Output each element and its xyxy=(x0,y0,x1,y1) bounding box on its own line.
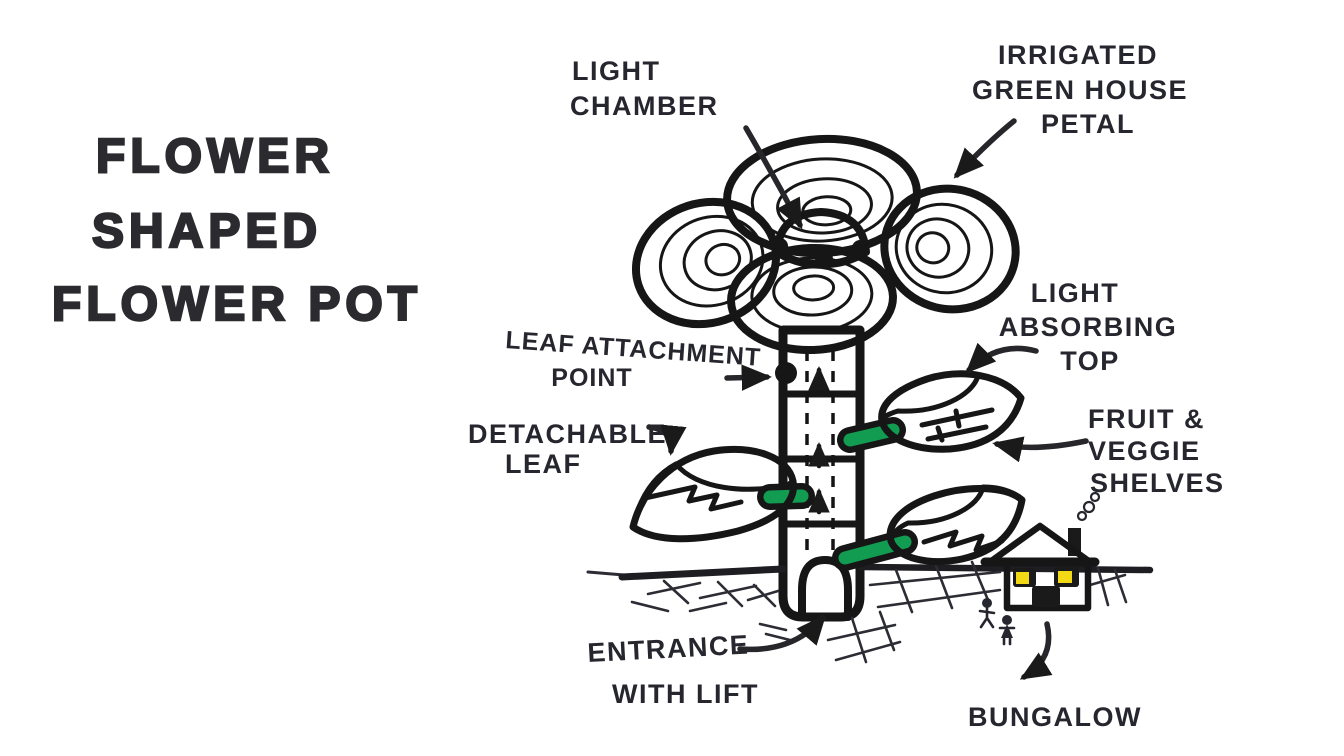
label-irrigated-greenhouse-petal: IRRIGATED GREEN HOUSE PETAL xyxy=(953,40,1188,179)
arrow-detachable-leaf xyxy=(646,424,687,456)
arrow-leaf-attachment-point xyxy=(724,364,772,391)
dome-notch-right xyxy=(852,240,868,256)
leaf-attachment-notch xyxy=(775,362,797,384)
petal-contour xyxy=(682,229,753,292)
arrow-irrigated-greenhouse-petal xyxy=(953,118,1017,179)
petal-contour xyxy=(704,242,742,277)
stick-figure-2 xyxy=(998,615,1016,646)
petal-contour xyxy=(905,217,971,279)
arrow-light-chamber xyxy=(743,125,803,230)
label-fruit-veggie-shelves: FRUIT & VEGGIE SHELVES xyxy=(992,404,1225,498)
leaf-shelf-zigzag xyxy=(921,529,1005,553)
label-line: PETAL xyxy=(1041,109,1135,139)
window-left-pane xyxy=(1016,572,1029,584)
ground-hatching-entrance xyxy=(758,622,792,642)
window-right-pane xyxy=(1058,571,1072,583)
petal-contour xyxy=(772,265,854,317)
label-light-absorbing-top: LIGHT ABSORBING TOP xyxy=(965,278,1178,376)
label-line: GREEN HOUSE xyxy=(972,75,1188,105)
label-line: ABSORBING xyxy=(999,312,1178,342)
label-line: LEAF ATTACHMENT xyxy=(505,326,763,372)
arrow-entrance-with-lift xyxy=(737,614,827,653)
petal-greenhouse xyxy=(631,197,781,329)
label-entrance-with-lift: ENTRANCE WITH LIFT xyxy=(587,614,827,709)
ground-hatching-right xyxy=(826,560,1002,664)
label-line: CHAMBER xyxy=(570,91,719,121)
arrow-fruit-veggie-shelves xyxy=(992,436,1089,463)
leaf-body xyxy=(879,373,1024,452)
house-door xyxy=(1032,586,1060,607)
title-line-1: FLOWER xyxy=(96,130,334,183)
stem-tower xyxy=(775,325,865,622)
petal-contour xyxy=(915,231,951,265)
ground-line-left xyxy=(618,565,787,581)
ground-line-left-tip xyxy=(586,570,626,577)
petal-greenhouse xyxy=(727,243,897,355)
label-line: LIGHT xyxy=(1031,278,1120,308)
label-leaf-attachment-point: LEAF ATTACHMENT POINT xyxy=(505,326,772,392)
diagram-title: FLOWER SHAPED FLOWER POT xyxy=(51,129,422,332)
petal-greenhouse xyxy=(880,184,1020,314)
figure-body xyxy=(978,606,996,629)
label-bungalow: BUNGALOW xyxy=(968,621,1142,732)
flower-head xyxy=(631,134,1020,355)
entrance-arch xyxy=(798,556,852,621)
arrow-bungalow xyxy=(1019,621,1053,680)
label-line: BUNGALOW xyxy=(968,702,1142,732)
petal-right xyxy=(880,184,1020,314)
ground-hatching-far-right xyxy=(1088,566,1128,607)
dome-notch-bottom xyxy=(815,250,833,268)
title-line-2: SHAPED xyxy=(92,205,322,258)
leaf-shelf-lines xyxy=(919,407,995,443)
leaf-shelf-zigzag xyxy=(642,484,744,512)
ground-hatching-left xyxy=(630,579,780,613)
petal-contour xyxy=(792,274,836,302)
label-line: IRRIGATED xyxy=(998,40,1158,70)
petal-contour xyxy=(750,157,894,243)
arrow-light-absorbing-top xyxy=(965,342,1039,374)
bungalow-house xyxy=(980,491,1101,612)
figure-dress xyxy=(1001,624,1013,638)
petal-contour xyxy=(750,256,874,334)
petal-contour xyxy=(894,202,994,295)
label-line: POINT xyxy=(551,364,632,392)
label-line: LEAF xyxy=(505,449,582,479)
left-stalk xyxy=(763,489,809,504)
label-line: LIGHT xyxy=(572,56,661,86)
lift-shaft-dashed-lines xyxy=(805,350,835,558)
label-line: VEGGIE xyxy=(1088,436,1201,466)
upper-right-leaf xyxy=(878,370,1025,453)
leaf-body xyxy=(888,484,1025,564)
detachable-leaf-left xyxy=(629,445,797,543)
label-line: WITH LIFT xyxy=(612,679,759,709)
dome-notch-left xyxy=(772,238,788,254)
leaf-body xyxy=(630,461,796,542)
figure-legs xyxy=(1002,636,1012,646)
figure-head xyxy=(1002,615,1012,625)
petal-left xyxy=(631,197,781,329)
label-line: ENTRANCE xyxy=(587,630,750,668)
petal-top xyxy=(723,134,921,258)
label-line: DETACHABLE xyxy=(468,419,667,449)
stick-figure-1 xyxy=(978,598,996,629)
petal-contour xyxy=(658,214,765,308)
lower-right-leaf xyxy=(886,484,1026,565)
label-detachable-leaf: DETACHABLE LEAF xyxy=(468,419,687,479)
petal-bottom xyxy=(727,243,897,355)
label-line: TOP xyxy=(1060,346,1120,376)
chimney-smoke xyxy=(1076,491,1101,522)
title-line-3: FLOWER POT xyxy=(52,278,422,331)
label-light-chamber: LIGHT CHAMBER xyxy=(570,56,803,230)
figure-head xyxy=(982,598,992,608)
label-line: SHELVES xyxy=(1090,468,1225,498)
label-line: FRUIT & xyxy=(1088,404,1205,434)
